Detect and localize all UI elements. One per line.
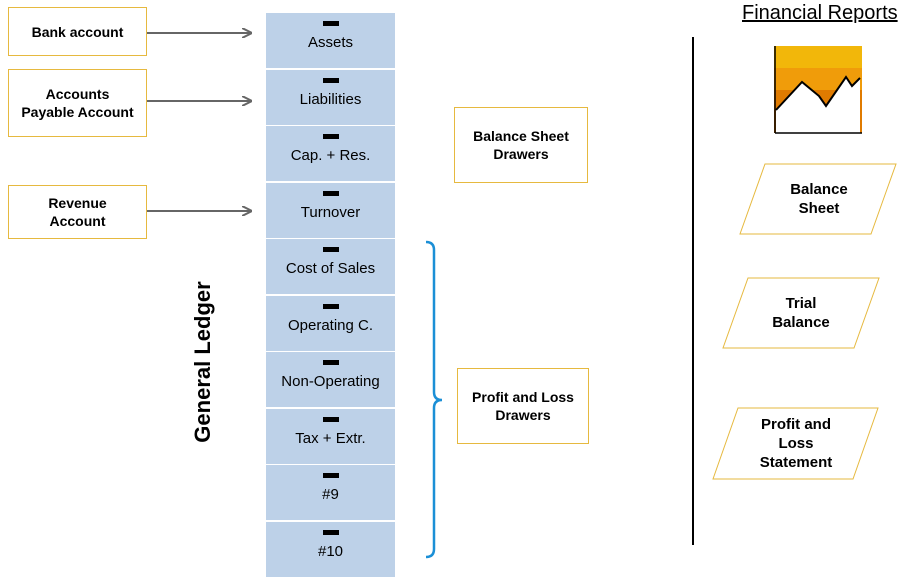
drawer-handle <box>322 473 339 478</box>
profit-loss-bracket <box>425 240 443 559</box>
drawer-handle <box>322 21 339 26</box>
profit-loss-statement-shape <box>712 407 879 480</box>
drawer-label: #9 <box>322 486 339 503</box>
drawer-label: Turnover <box>300 204 361 221</box>
drawer-turnover: Turnover <box>266 183 395 239</box>
drawer-handle <box>322 134 339 139</box>
drawer-label: #10 <box>317 543 344 560</box>
drawer-non-operating: Non-Operating <box>266 352 395 408</box>
trial-balance-report-shape <box>722 277 880 349</box>
drawer-operating-costs: Operating C. <box>266 296 395 352</box>
financial-reports-title: Financial Reports <box>742 2 898 24</box>
drawer-label: Cost of Sales <box>285 260 376 277</box>
revenue-account-box: Revenue Account <box>8 185 147 239</box>
profit-loss-drawers-box: Profit and Loss Drawers <box>457 368 589 444</box>
drawer-liabilities: Liabilities <box>266 70 395 126</box>
drawer-handle <box>322 78 339 83</box>
trial-balance-report: Trial Balance <box>772 295 830 331</box>
drawer-assets: Assets <box>266 13 395 69</box>
bank-account-box: Bank account <box>8 7 147 56</box>
drawer-tax-extraordinary: Tax + Extr. <box>266 409 395 465</box>
drawer-label: Tax + Extr. <box>295 430 366 447</box>
drawer-capital-reserves: Cap. + Res. <box>266 126 395 182</box>
drawer-9: #9 <box>266 465 395 521</box>
drawer-handle <box>322 530 339 535</box>
drawer-label: Liabilities <box>299 91 362 108</box>
profit-loss-statement-report: Profit and Loss Statement <box>759 416 833 471</box>
balance-sheet-drawers-box: Balance Sheet Drawers <box>454 107 588 183</box>
drawer-handle <box>322 247 339 252</box>
drawer-handle <box>322 360 339 365</box>
balance-sheet-report-shape <box>739 163 897 235</box>
drawer-handle <box>322 191 339 196</box>
drawer-label: Non-Operating <box>281 373 380 390</box>
drawer-cost-of-sales: Cost of Sales <box>266 239 395 295</box>
drawer-handle <box>322 417 339 422</box>
drawer-label: Assets <box>307 34 353 51</box>
drawer-label: Cap. + Res. <box>290 147 371 164</box>
balance-sheet-report: Balance Sheet <box>790 181 848 217</box>
drawer-label: Operating C. <box>287 317 374 334</box>
line-chart-icon <box>774 46 862 134</box>
drawer-10: #10 <box>266 522 395 578</box>
accounts-payable-box: Accounts Payable Account <box>8 69 147 137</box>
drawer-handle <box>322 304 339 309</box>
